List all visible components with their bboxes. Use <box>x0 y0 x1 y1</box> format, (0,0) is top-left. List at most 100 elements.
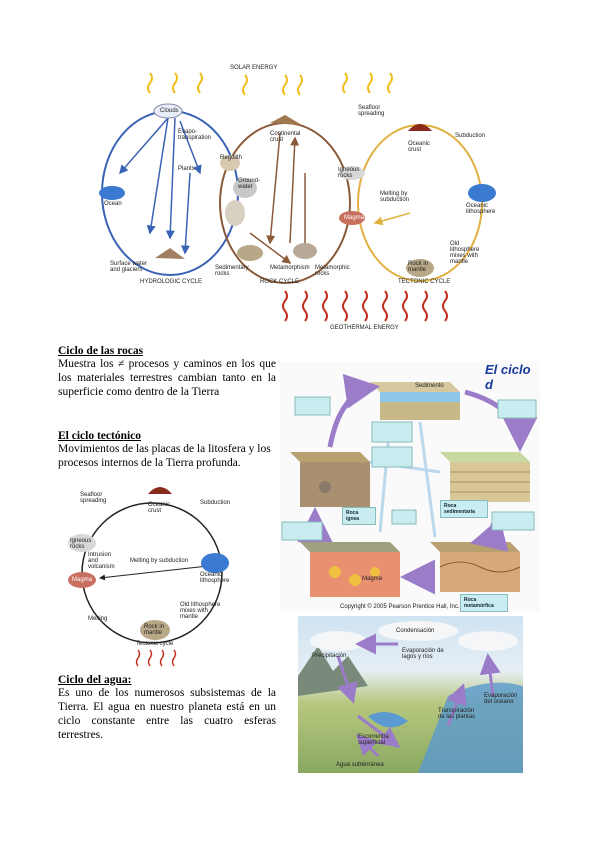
water-cycle-image: Condensación Precipitación Evaporación d… <box>298 616 523 773</box>
sedimentary-rocks-label: Sedimentary rocks <box>215 265 249 277</box>
condensacion-label: Condensación <box>396 628 435 634</box>
solar-energy-label: SOLAR ENERGY <box>230 65 278 71</box>
escorrentia-label: Escorrentía superficial <box>358 734 389 746</box>
regolith-shape <box>220 155 240 171</box>
clouds-shape <box>153 103 183 119</box>
rock-mantle-small-shape <box>140 620 170 640</box>
old-lithosphere-label: Old lithosphere mixes with mantle <box>450 241 480 265</box>
igneous-small-shape <box>68 534 96 552</box>
oceanic-lithosphere-small-shape <box>201 553 229 573</box>
roca-sedimentaria-label: Roca sedimentaria <box>440 500 488 518</box>
copyright-label: Copyright © 2005 Pearson Prentice Hall, … <box>340 604 460 610</box>
regolith-label: Regolith <box>220 155 243 161</box>
plants-label: Plants <box>178 166 195 172</box>
tectonic-text: Movimientos de las placas de la litosfer… <box>58 443 271 469</box>
lake <box>368 712 408 728</box>
metamorphic-rocks-label: Metamorphic rocks <box>315 265 350 277</box>
tectonic-cycle-svg <box>68 487 229 667</box>
magma-small-shape <box>68 572 96 588</box>
terrain-block-bottom-right <box>430 542 521 592</box>
sedimentary-shape <box>225 200 245 226</box>
precipitacion-label: Precipitación <box>312 653 347 659</box>
geothermal-rays <box>282 290 448 322</box>
tectonic-section: El ciclo tectónico Movimientos de las pl… <box>58 430 276 470</box>
oceanic-crust-small-label: Oceanic crust <box>148 502 171 514</box>
oceanic-crust-small-shape <box>148 487 172 494</box>
water-text: Es uno de los numerosos subsistemas de l… <box>58 687 276 741</box>
groundwater-shape <box>233 178 257 198</box>
terrain-block-left <box>290 452 370 507</box>
magma-image-label: Magma <box>362 576 383 582</box>
magma-small-label: Magma <box>72 577 93 583</box>
old-lithosphere-small-label: Old lithosphere mixes with mantle <box>180 602 221 620</box>
ocean-water <box>418 682 523 773</box>
igneous-small-label: Igneous rocks <box>70 538 92 550</box>
tectonic-cycle-diagram: Seafloor spreading Oceanic crust Subduct… <box>60 478 245 668</box>
sedimentary-rocks-shape <box>237 245 263 261</box>
rock-cycle-text: Muestra los ≠ procesos y caminos en los … <box>58 358 276 398</box>
sedimento-label: Sedimento <box>415 383 444 389</box>
rock-cycle-image-svg <box>281 373 538 597</box>
terrain-block-top <box>370 382 460 420</box>
magma-shape <box>339 211 365 225</box>
water-title: Ciclo del agua: <box>58 674 132 686</box>
groundwater-label: Ground-water <box>238 178 261 190</box>
rock-in-mantle-shape <box>406 259 434 277</box>
continental-crust-shape <box>270 115 302 125</box>
tectonic-cycle-label: TECTONIC CYCLE <box>398 279 451 285</box>
igneous-shape <box>339 166 365 180</box>
melting-small-label: Melting <box>88 616 108 622</box>
cloud-right <box>458 631 518 651</box>
evaporacion-lagos-label: Evaporación de lagos y ríos <box>402 648 444 660</box>
melting-subduction-small-label: Melting by subduction <box>130 558 189 564</box>
cloud-left <box>310 631 366 651</box>
seafloor-spreading-label: Seafloor spreading <box>358 105 385 117</box>
cloud-top <box>378 621 458 641</box>
ocean-shape <box>99 186 125 200</box>
rock-cycle-image-title: El ciclo d <box>485 362 531 392</box>
oceanic-lithosphere-label: Oceanic lithosphere <box>466 203 496 215</box>
intrusion-small-label: Intrusion and volcanism <box>88 552 115 570</box>
evaporacion-oceano-label: Evaporación del océano <box>484 693 518 705</box>
subduction-label: Subduction <box>455 133 486 139</box>
rock-cycle-title: Ciclo de las rocas <box>58 345 144 357</box>
water-cycle-svg <box>298 621 523 773</box>
terrain-block-right <box>440 452 530 502</box>
solar-rays <box>147 72 393 96</box>
rock-cycle-label: ROCK CYCLE <box>260 279 300 285</box>
agua-subterranea-label: Agua subterránea <box>336 762 384 768</box>
melting-by-subduction-label: Melting by subduction <box>380 191 410 203</box>
ocean-label: Ocean <box>104 201 122 207</box>
tectonic-caption: Tectonic cycle <box>136 641 174 647</box>
subduction-small-label: Subduction <box>200 500 231 506</box>
surface-water-shape <box>155 248 185 259</box>
clouds-label: Clouds <box>160 108 179 114</box>
magma-label: Magma <box>344 215 365 221</box>
earth-cycles-svg <box>99 72 496 322</box>
oceanic-crust-label: Oceanic crust <box>408 141 431 153</box>
seafloor-small-label: Seafloor spreading <box>80 492 107 504</box>
metamorphic-shape <box>293 243 317 259</box>
metamorphism-label: Metamorphism <box>270 265 310 271</box>
geothermal-label: GEOTHERMAL ENERGY <box>330 325 399 331</box>
igneous-rocks-label: Igneous rocks <box>338 167 360 179</box>
oceanic-crust-shape <box>408 124 432 131</box>
rock-mantle-small-label: Rock in mantle <box>144 624 165 636</box>
small-geothermal-rays <box>135 649 177 667</box>
continental-crust-label: Continental crust <box>270 131 301 143</box>
oceanic-lithosphere-small-label: Oceanic lithosphere <box>200 572 230 584</box>
terrain-block-bottom-left <box>300 542 400 597</box>
rock-in-mantle-label: Rock in mantle <box>408 261 429 273</box>
evapotranspiration-label: Evapo-transpiration <box>178 129 212 141</box>
rock-cycle-section: Ciclo de las rocas Muestra los ≠ proceso… <box>58 345 276 399</box>
water-section: Ciclo del agua: Es uno de los numerosos … <box>58 674 276 742</box>
roca-ignea-label: Roca ígnea <box>342 507 376 525</box>
oceanic-lithosphere-shape <box>468 184 496 202</box>
tectonic-title: El ciclo tectónico <box>58 430 142 442</box>
earth-cycles-diagram: SOLAR ENERGY GEOTHERMAL ENERGY HYDROLOGI… <box>90 63 510 333</box>
roca-metamorfica-label: Roca metamórfica <box>460 594 508 612</box>
rock-cycle-image: El ciclo d Sedimento Roca ígnea Roca sed… <box>280 362 540 612</box>
hydrologic-cycle-label: HYDROLOGIC CYCLE <box>140 279 203 285</box>
surface-water-label: Surface water and glaciers <box>110 261 148 273</box>
transpiracion-label: Transpiración de las plantas <box>438 708 476 720</box>
